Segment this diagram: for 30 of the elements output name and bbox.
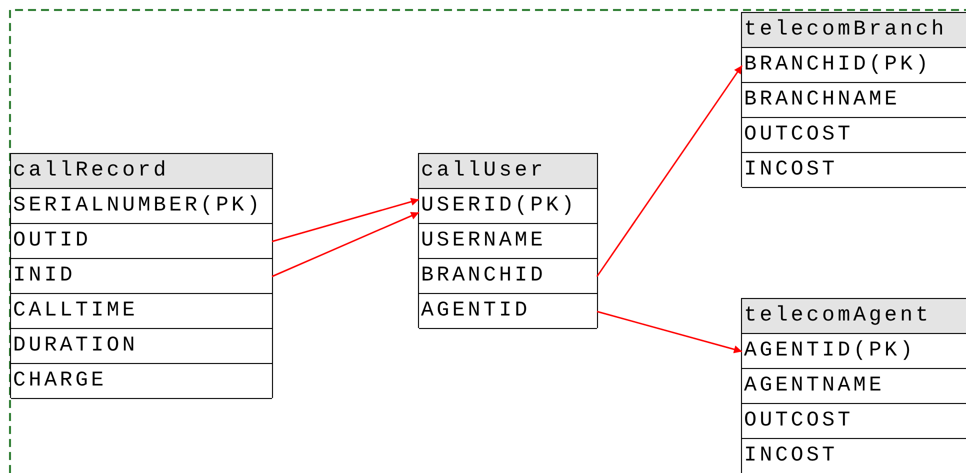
field-name: OUTID [13,230,92,252]
field-name: DURATION [13,334,138,358]
field-name: CALLTIME [13,300,138,322]
table-name: telecomAgent [744,304,932,328]
field-name: SERIALNUMBER(PK) [13,194,263,218]
field-name: CHARGE [13,370,107,392]
table-name: callUser [421,160,546,182]
relation-arrow [272,212,420,278]
field-name: OUTCOST [744,124,854,146]
field-name: BRANCHID [421,264,546,288]
entity-table [741,12,966,187]
field-name: OUTCOST [744,410,854,432]
field-name: AGENTID [421,300,530,322]
field-name: USERID(PK) [421,194,578,218]
field-name: BRANCHID(PK) [744,54,932,76]
table-name: callRecord [13,160,170,182]
entity-table [10,153,273,398]
field-name: INID [13,264,76,288]
entity-table [418,153,598,328]
entity-table [741,298,966,473]
table-name: telecomBranch [744,18,947,42]
field-name: USERNAME [421,230,546,252]
field-name: INCOST [744,158,838,182]
relation-arrow [596,310,742,354]
field-name: AGENTNAME [744,374,884,398]
field-name: BRANCHNAME [744,88,900,112]
field-name: INCOST [744,444,838,468]
field-name: AGENTID(PK) [744,340,916,362]
relation-arrow [596,65,743,277]
relation-arrow [272,198,420,242]
